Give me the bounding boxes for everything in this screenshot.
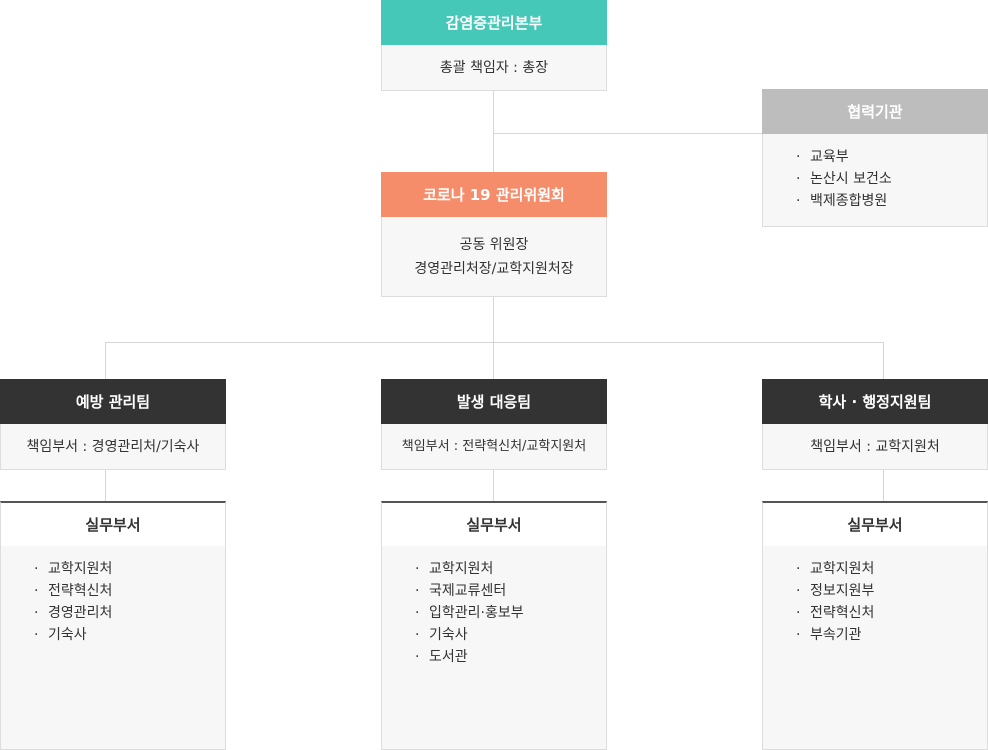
team-responsible: 책임부서 : 교학지원처 [762,424,988,470]
list-item: ·도서관 [415,649,468,665]
team-responsible: 책임부서 : 전략혁신처/교학지원처 [381,424,607,470]
dept-title: 실무부서 [381,501,607,546]
list-item: ·교학지원처 [796,561,875,577]
partner-title: 협력기관 [762,89,988,134]
hq-leader: 총괄 책임자 : 총장 [439,59,549,76]
list-item: ·교학지원처 [34,561,113,577]
connector-team1-dept [105,470,106,501]
partner-list: ·교육부 ·논산시 보건소 ·백제종합병원 [796,146,987,212]
team-box-prevention: 예방 관리팀 책임부서 : 경영관리처/기숙사 [0,379,226,470]
list-item: ·교육부 [796,149,849,165]
list-item: ·전략혁신처 [796,605,875,621]
hq-body: 총괄 책임자 : 총장 [381,45,607,91]
team-responsible-text: 책임부서 : 전략혁신처/교학지원처 [401,438,587,454]
list-item: ·백제종합병원 [796,193,888,209]
committee-body: 공동 위원장 경영관리처장/교학지원처장 [381,217,607,297]
list-item: ·부속기관 [796,627,862,643]
team-box-academic: 학사 · 행정지원팀 책임부서 : 교학지원처 [762,379,988,470]
list-item: ·정보지원부 [796,583,875,599]
list-item: ·교학지원처 [415,561,494,577]
dept-body: ·교학지원처 ·국제교류센터 ·입학관리·홍보부 ·기숙사 ·도서관 [381,546,607,750]
connector-team1 [105,342,106,379]
team-title: 학사 · 행정지원팀 [762,379,988,424]
list-item: ·기숙사 [415,627,468,643]
team-box-response: 발생 대응팀 책임부서 : 전략혁신처/교학지원처 [381,379,607,470]
list-item: ·기숙사 [34,627,87,643]
dept-title: 실무부서 [762,501,988,546]
connector-partner [493,133,763,134]
connector-hq-committee [493,91,494,172]
committee-chair-label: 공동 위원장 [459,236,529,253]
dept-list: ·교학지원처 ·정보지원부 ·전략혁신처 ·부속기관 [796,558,987,646]
team-responsible-text: 책임부서 : 교학지원처 [810,438,940,455]
list-item: ·논산시 보건소 [796,171,892,187]
team-title: 예방 관리팀 [0,379,226,424]
connector-team2-dept [493,470,494,501]
connector-committee-down [493,297,494,342]
committee-chairs: 경영관리처장/교학지원처장 [414,260,574,277]
dept-list: ·교학지원처 ·전략혁신처 ·경영관리처 ·기숙사 [34,558,225,646]
hq-box: 감염증관리본부 총괄 책임자 : 총장 [381,0,607,91]
connector-team2 [493,342,494,379]
team-responsible: 책임부서 : 경영관리처/기숙사 [0,424,226,470]
list-item: ·경영관리처 [34,605,113,621]
connector-team3-dept [883,470,884,501]
team-title: 발생 대응팀 [381,379,607,424]
dept-box-response: 실무부서 ·교학지원처 ·국제교류센터 ·입학관리·홍보부 ·기숙사 ·도서관 [381,501,607,750]
dept-body: ·교학지원처 ·전략혁신처 ·경영관리처 ·기숙사 [0,546,226,750]
connector-team3 [883,342,884,379]
partner-box: 협력기관 ·교육부 ·논산시 보건소 ·백제종합병원 [762,89,988,227]
dept-body: ·교학지원처 ·정보지원부 ·전략혁신처 ·부속기관 [762,546,988,750]
dept-list: ·교학지원처 ·국제교류센터 ·입학관리·홍보부 ·기숙사 ·도서관 [415,558,606,668]
partner-body: ·교육부 ·논산시 보건소 ·백제종합병원 [762,134,988,227]
list-item: ·전략혁신처 [34,583,113,599]
dept-title: 실무부서 [0,501,226,546]
team-responsible-text: 책임부서 : 경영관리처/기숙사 [26,438,200,455]
connector-horizontal [105,342,884,343]
dept-box-academic: 실무부서 ·교학지원처 ·정보지원부 ·전략혁신처 ·부속기관 [762,501,988,750]
hq-title: 감염증관리본부 [381,0,607,45]
committee-title: 코로나 19 관리위원회 [381,172,607,217]
dept-box-prevention: 실무부서 ·교학지원처 ·전략혁신처 ·경영관리처 ·기숙사 [0,501,226,750]
list-item: ·입학관리·홍보부 [415,605,524,621]
list-item: ·국제교류센터 [415,583,507,599]
committee-box: 코로나 19 관리위원회 공동 위원장 경영관리처장/교학지원처장 [381,172,607,297]
